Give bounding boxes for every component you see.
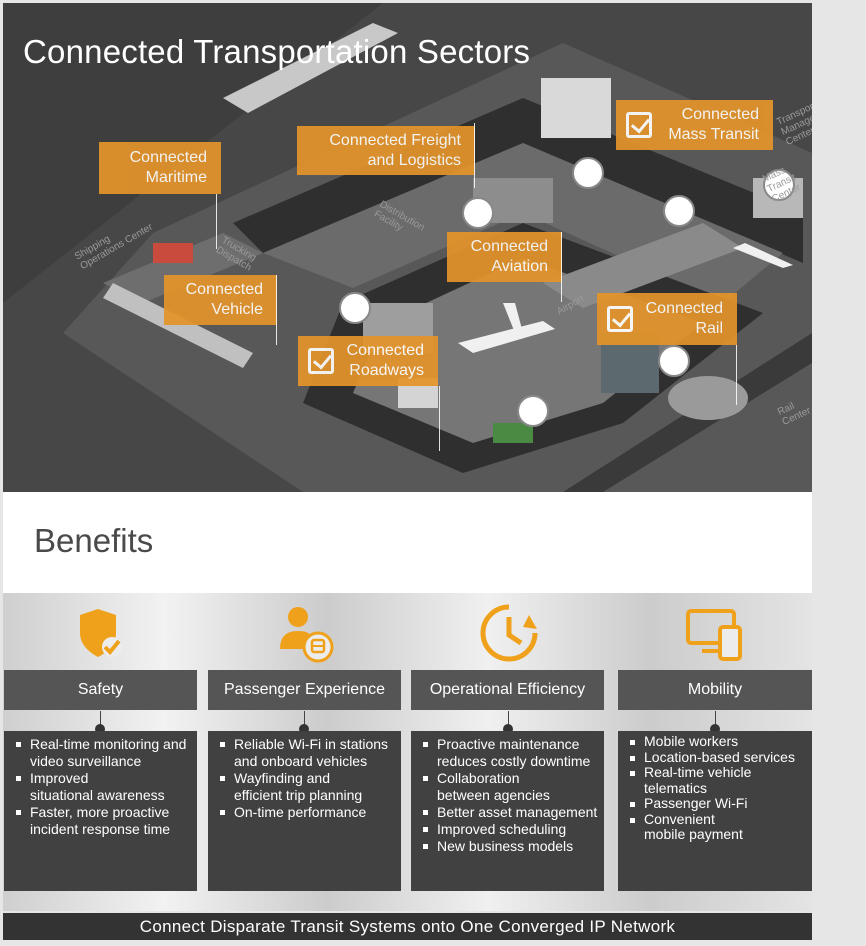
connector [100, 711, 101, 726]
list-item: Location-based services [628, 749, 806, 766]
list-item: On-time performance [218, 804, 395, 821]
callout-label: Connected Mass Transit [668, 106, 759, 143]
list-item: Real-time monitoring and video surveilla… [14, 736, 191, 770]
list-item: Real-time vehicle telematics [628, 764, 806, 796]
benefits-header: Benefits [3, 492, 812, 593]
benefit-list: Mobile workers Location-based services R… [628, 733, 806, 843]
column-body-mobility: Mobile workers Location-based services R… [618, 731, 812, 891]
callout-connected-maritime[interactable]: Connected Maritime [99, 142, 221, 194]
callout-label: Connected Vehicle [185, 281, 263, 318]
callout-connected-freight[interactable]: Connected Freight and Logistics [297, 126, 475, 175]
connector [304, 711, 305, 726]
benefit-list: Real-time monitoring and video surveilla… [14, 736, 191, 838]
checkbox-icon [607, 306, 633, 332]
callout-connected-roadways[interactable]: Connected Roadways [298, 336, 438, 386]
list-item: Convenient mobile payment [628, 811, 806, 843]
devices-icon [686, 609, 742, 661]
callout-label: Connected Maritime [129, 149, 207, 186]
clock-refresh-icon [480, 604, 538, 662]
callout-label: Connected Rail [645, 300, 723, 337]
callout-connected-aviation[interactable]: Connected Aviation [447, 232, 562, 282]
list-item: New business models [421, 838, 598, 855]
list-item: Wayfinding and efficient trip planning [218, 770, 395, 804]
checkbox-icon [626, 112, 652, 138]
callout-label: Connected Freight and Logistics [329, 131, 461, 169]
passenger-icon [280, 607, 334, 663]
column-body-passenger-experience: Reliable Wi-Fi in stations and onboard v… [208, 731, 401, 891]
benefit-list: Reliable Wi-Fi in stations and onboard v… [218, 736, 395, 821]
connector [715, 711, 716, 726]
column-heading-safety: Safety [4, 670, 197, 710]
column-body-safety: Real-time monitoring and video surveilla… [4, 731, 197, 891]
connector-dot [95, 724, 105, 734]
column-heading-mobility: Mobility [618, 670, 812, 710]
list-item: Faster, more proactive incident response… [14, 804, 191, 838]
connector-dot [503, 724, 513, 734]
list-item: Improved situational awareness [14, 770, 191, 804]
column-body-operational-efficiency: Proactive maintenance reduces costly dow… [411, 731, 604, 891]
transportation-map: Connected Transportation Sectors Connect… [3, 3, 812, 492]
list-item: Collaboration between agencies [421, 770, 598, 804]
list-item: Reliable Wi-Fi in stations and onboard v… [218, 736, 395, 770]
shield-check-icon [80, 609, 122, 657]
connector-dot [710, 724, 720, 734]
callout-label: Connected Aviation [470, 238, 548, 275]
column-heading-passenger-experience: Passenger Experience [208, 670, 401, 710]
list-item: Proactive maintenance reduces costly dow… [421, 736, 598, 770]
list-item: Improved scheduling [421, 821, 598, 838]
map-title: Connected Transportation Sectors [23, 33, 531, 70]
connector-dot [299, 724, 309, 734]
callout-connected-mass-transit[interactable]: Connected Mass Transit [616, 100, 773, 150]
leader-line [276, 275, 277, 345]
list-item: Better asset management [421, 804, 598, 821]
callout-connected-vehicle[interactable]: Connected Vehicle [164, 275, 277, 325]
leader-line [439, 386, 440, 451]
leader-line [216, 194, 217, 249]
benefits-title: Benefits [34, 522, 154, 559]
list-item: Passenger Wi-Fi [628, 795, 806, 812]
benefit-list: Proactive maintenance reduces costly dow… [421, 736, 598, 855]
connector [508, 711, 509, 726]
list-item: Mobile workers [628, 733, 806, 750]
leader-line [474, 123, 475, 188]
footer-banner: Connect Disparate Transit Systems onto O… [3, 913, 812, 940]
column-heading-operational-efficiency: Operational Efficiency [411, 670, 604, 710]
checkbox-icon [308, 348, 334, 374]
leader-line [561, 232, 562, 302]
leader-line [736, 345, 737, 405]
callout-connected-rail[interactable]: Connected Rail [597, 293, 737, 345]
callout-label: Connected Roadways [346, 342, 424, 379]
